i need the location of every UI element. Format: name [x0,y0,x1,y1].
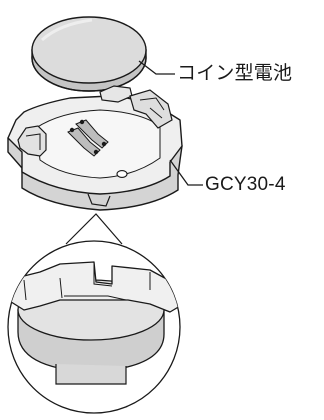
holder-left-clip [17,125,47,157]
coin-battery [31,16,147,92]
magnifier-callout [7,213,181,414]
magnified-holder-underside [8,261,180,385]
magnifier-pointer-lines [65,213,123,245]
holder-center-contacts [67,119,109,157]
holder-mount-hole [116,170,128,178]
battery-holder [7,85,183,211]
coin-battery-leader-line [138,60,175,75]
magnified-upper-body [8,261,180,313]
coin-battery-label: コイン型電池 [177,63,293,84]
coin-battery-top-face [31,16,147,84]
holder-leader-line [169,159,203,186]
holder-model-label: GCY30-4 [205,174,286,195]
